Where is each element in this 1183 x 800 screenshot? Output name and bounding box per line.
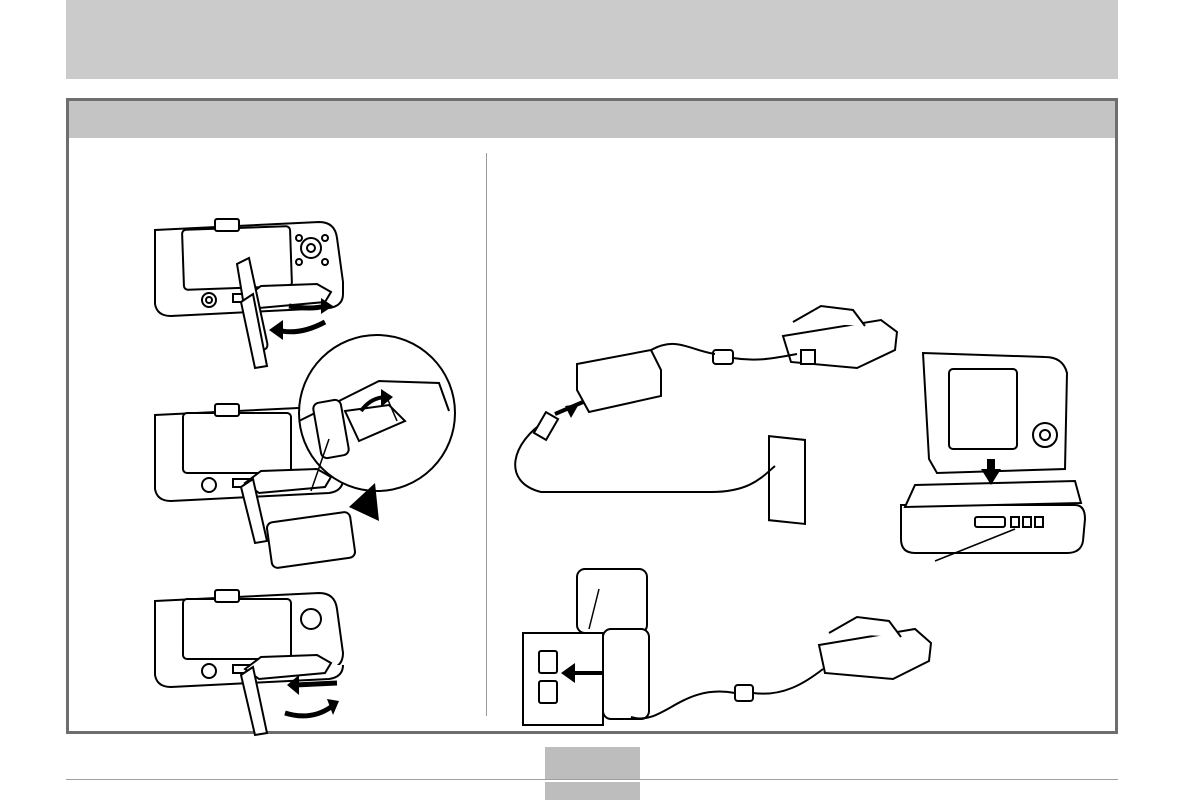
camera-open-battery-cover-illustration <box>149 216 369 356</box>
ac-adaptor-direct-plug-illustration <box>513 567 933 727</box>
camera-close-battery-cover-illustration <box>149 587 369 737</box>
page-number-tab-lower <box>545 782 640 800</box>
footer-rule <box>66 779 1118 780</box>
page-number-tab <box>545 747 640 779</box>
column-divider <box>486 153 487 716</box>
procedure-frame <box>66 98 1118 734</box>
ac-adaptor-cord-illustration <box>501 296 901 511</box>
camera-in-cradle-illustration <box>895 349 1090 564</box>
battery-insertion-illustration <box>149 341 469 576</box>
section-title-band <box>69 101 1115 138</box>
chapter-title-band <box>66 0 1118 79</box>
